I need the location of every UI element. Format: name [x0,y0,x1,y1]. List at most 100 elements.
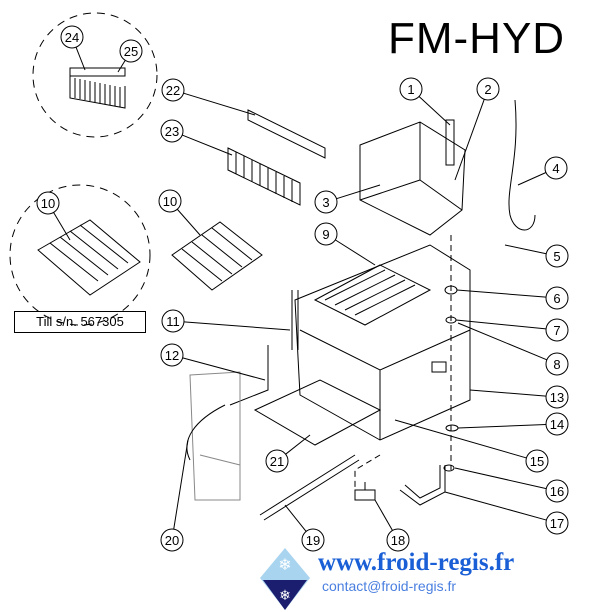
callout-circle [545,385,569,409]
callout-circle [544,156,568,180]
part-4-pipe [508,99,536,231]
callout-6: 6 [456,286,569,310]
callout-4: 4 [517,156,568,186]
leader-line [285,434,311,455]
callout-number: 25 [124,44,138,59]
valve-18 [354,482,376,501]
callout-7: 7 [455,318,569,342]
callout-1: 1 [399,77,451,126]
leader-line [457,423,547,429]
website-link[interactable]: www.froid-regis.fr [318,549,515,576]
callout-number: 22 [166,83,180,98]
part-1-pin [445,119,455,166]
callout-number: 3 [322,195,329,210]
callout-number: 1 [407,82,414,97]
callout-17: 17 [444,491,569,535]
callout-number: 10 [163,194,177,209]
serial-note-box: Till s/n. 567305 [14,311,146,333]
callout-circle [545,318,569,342]
leader-line [456,289,547,298]
callout-circle [399,77,423,101]
leader-line [182,357,266,381]
email-link[interactable]: contact@froid-regis.fr [322,578,457,594]
rack-left [37,219,141,296]
callout-2: 2 [454,77,500,181]
callout-number: 24 [65,30,79,45]
callout-number: 7 [553,323,560,338]
leader-line [457,322,548,361]
hood-box [359,121,466,236]
callout-circle [476,77,500,101]
leader-line [374,499,393,531]
part-19-rod [259,454,360,521]
leader-line [336,184,381,200]
callout-circle [314,190,338,214]
callout-25: 25 [117,39,143,73]
froid-regis-logo: ❄ ❄ [260,548,310,610]
callout-number: 2 [484,82,491,97]
callout-19: 19 [284,504,325,552]
detail-circle-brush [32,12,158,138]
leader-line [504,244,547,255]
callout-circle [160,119,184,143]
callout-number: 15 [530,454,544,469]
callout-circle [545,479,569,503]
stand-frame [189,371,241,501]
callout-circle [161,309,185,333]
part-20-hose [186,404,226,461]
callout-circle [314,222,338,246]
leader-line [183,321,291,331]
part-12-pipe [229,345,269,406]
callout-number: 23 [165,124,179,139]
callout-number: 17 [550,516,564,531]
callout-circle [161,78,185,102]
drain-basket [253,379,382,446]
callout-5: 5 [504,244,569,268]
leader-line [53,212,71,241]
leader-line [173,439,189,530]
callout-20: 20 [160,439,189,552]
leader-line [183,92,256,116]
leader-line [454,99,485,181]
callout-circle [60,25,84,49]
callout-circle [160,528,184,552]
callout-23: 23 [160,119,233,156]
callout-number: 8 [553,357,560,372]
callout-number: 16 [550,484,564,499]
model-title: FM-HYD [388,14,566,63]
leader-line [75,47,86,71]
callout-number: 12 [165,348,179,363]
callout-number: 18 [391,533,405,548]
callout-circle [36,191,60,215]
rack-mid [171,221,263,291]
part-22-bar [247,109,326,159]
leader-line [444,491,547,521]
callout-13: 13 [469,385,569,409]
callout-10: 10 [36,191,71,241]
callout-16: 16 [454,467,569,503]
callout-9: 9 [314,222,376,266]
callout-21: 21 [265,434,311,473]
leader-line [394,419,527,459]
leader-line [418,96,451,126]
part-11-rod [291,290,299,350]
callout-14: 14 [457,412,569,436]
leader-line [284,504,307,532]
callout-number: 5 [553,249,560,264]
callout-10: 10 [158,189,201,236]
svg-text:❄: ❄ [278,557,291,574]
heater-element [313,264,432,326]
callout-24: 24 [60,25,86,71]
callout-circle [545,286,569,310]
leader-line [469,389,547,397]
callout-15: 15 [394,419,549,473]
callout-22: 22 [161,78,256,116]
callout-number: 19 [306,533,320,548]
callout-8: 8 [457,322,569,376]
callout-18: 18 [374,499,410,552]
leader-line [176,208,201,236]
callout-number: 21 [270,454,284,469]
leader-line [454,467,547,490]
